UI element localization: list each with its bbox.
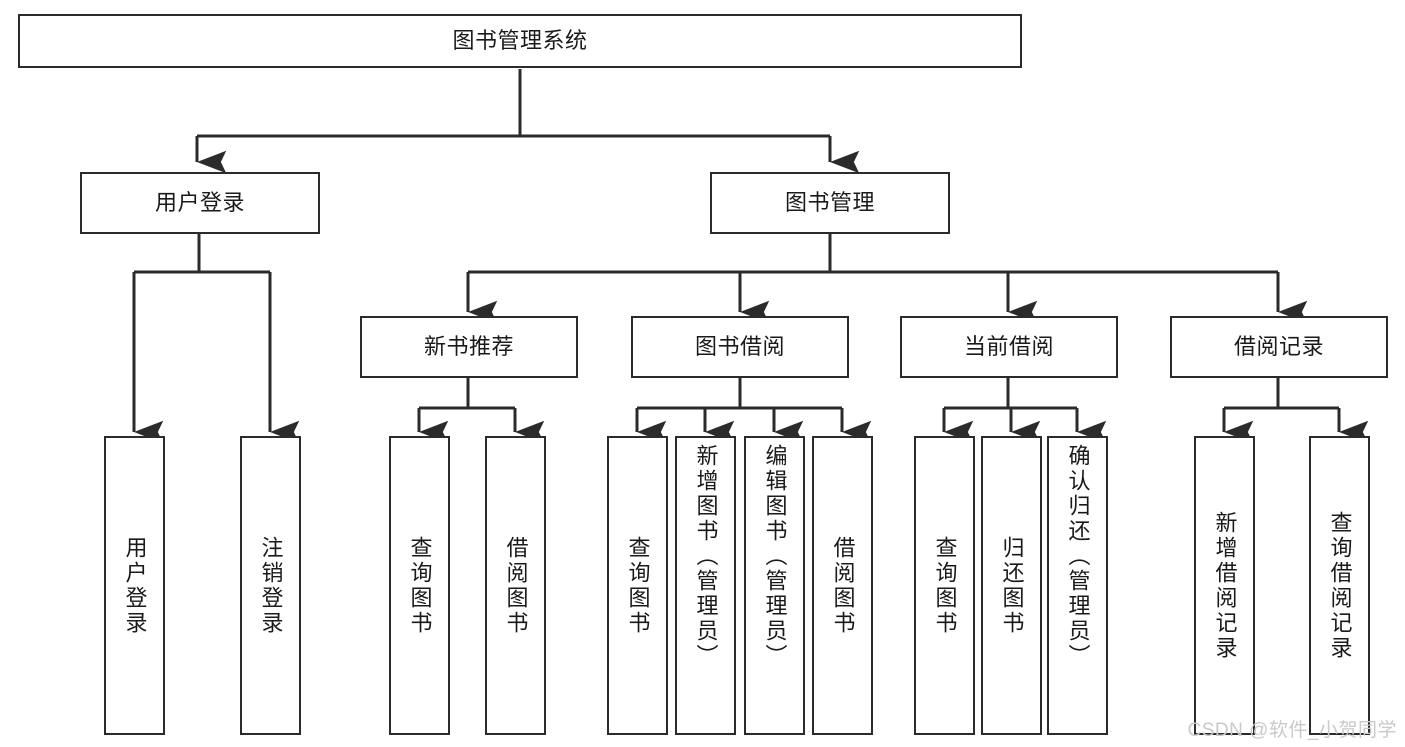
- node-leaf-add-book-label: 新增图书（管理员）: [693, 444, 719, 669]
- node-leaf-add-borrow-record-label: 新增借阅记录: [1212, 510, 1238, 661]
- node-leaf-borrow-book-2-label: 借阅图书: [830, 535, 856, 636]
- node-root[interactable]: 图书管理系统: [18, 14, 1022, 68]
- node-leaf-borrow-book-1[interactable]: 借阅图书: [485, 436, 546, 735]
- node-leaf-add-borrow-record[interactable]: 新增借阅记录: [1194, 436, 1255, 735]
- current-borrow-connectors: [942, 378, 1107, 444]
- node-leaf-query-book-1[interactable]: 查询图书: [389, 436, 450, 735]
- node-book-borrow-label: 图书借阅: [694, 334, 785, 360]
- book-manage-connectors: [466, 234, 1308, 324]
- node-user-login[interactable]: 用户登录: [80, 172, 320, 234]
- node-book-borrow[interactable]: 图书借阅: [631, 316, 849, 378]
- node-leaf-query-borrow-record[interactable]: 查询借阅记录: [1309, 436, 1370, 735]
- node-leaf-add-book[interactable]: 新增图书（管理员）: [675, 436, 736, 735]
- node-leaf-borrow-book-2[interactable]: 借阅图书: [812, 436, 873, 735]
- node-borrow-record-label: 借阅记录: [1233, 334, 1324, 360]
- node-root-label: 图书管理系统: [452, 28, 588, 54]
- node-book-manage-label: 图书管理: [784, 190, 875, 216]
- node-leaf-confirm-return[interactable]: 确认归还（管理员）: [1047, 436, 1108, 735]
- node-book-manage[interactable]: 图书管理: [710, 172, 950, 234]
- node-user-login-label: 用户登录: [154, 190, 245, 216]
- user-login-connectors: [132, 234, 300, 444]
- node-new-book-recommend-label: 新书推荐: [423, 334, 514, 360]
- node-leaf-edit-book[interactable]: 编辑图书（管理员）: [744, 436, 805, 735]
- node-leaf-edit-book-label: 编辑图书（管理员）: [762, 444, 788, 669]
- book-borrow-connectors: [635, 378, 872, 444]
- node-leaf-query-book-2-label: 查询图书: [625, 535, 651, 636]
- node-leaf-return-book-label: 归还图书: [999, 535, 1025, 636]
- node-leaf-user-login[interactable]: 用户登录: [104, 436, 165, 735]
- node-leaf-return-book[interactable]: 归还图书: [981, 436, 1042, 735]
- node-leaf-borrow-book-1-label: 借阅图书: [503, 535, 529, 636]
- borrow-record-connectors: [1222, 378, 1369, 444]
- node-leaf-logout-login-label: 注销登录: [258, 535, 284, 636]
- node-leaf-logout-login[interactable]: 注销登录: [240, 436, 301, 735]
- root-connectors: [195, 69, 860, 174]
- node-leaf-confirm-return-label: 确认归还（管理员）: [1065, 444, 1091, 669]
- node-leaf-query-book-1-label: 查询图书: [407, 535, 433, 636]
- node-new-book-recommend[interactable]: 新书推荐: [360, 316, 578, 378]
- node-leaf-query-borrow-record-label: 查询借阅记录: [1327, 510, 1353, 661]
- node-leaf-user-login-label: 用户登录: [122, 535, 148, 636]
- node-borrow-record[interactable]: 借阅记录: [1170, 316, 1388, 378]
- node-current-borrow[interactable]: 当前借阅: [900, 316, 1118, 378]
- watermark: CSDN @软件_小贺同学: [1187, 720, 1397, 741]
- node-leaf-query-book-3-label: 查询图书: [932, 535, 958, 636]
- new-book-recommend-connectors: [417, 378, 545, 444]
- node-leaf-query-book-2[interactable]: 查询图书: [607, 436, 668, 735]
- node-current-borrow-label: 当前借阅: [963, 334, 1054, 360]
- node-leaf-query-book-3[interactable]: 查询图书: [914, 436, 975, 735]
